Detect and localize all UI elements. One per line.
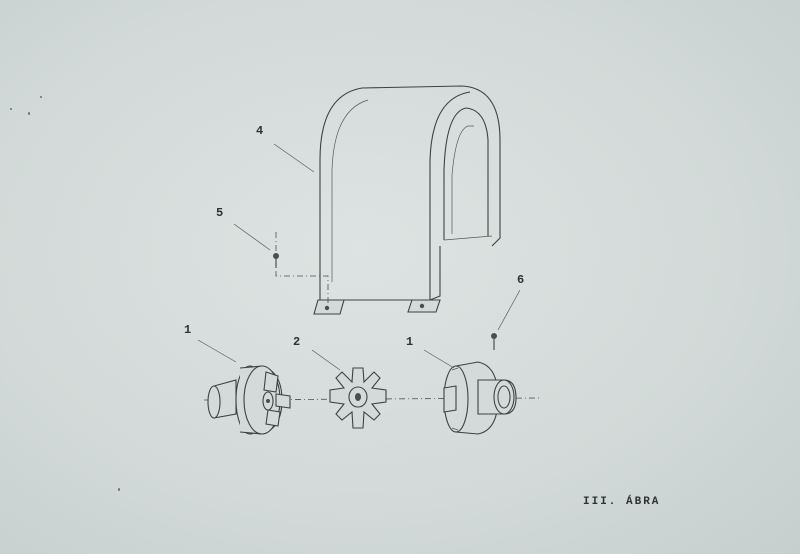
paper-speck	[118, 488, 120, 491]
figure-caption: III. ÁBRA	[583, 496, 661, 508]
callout-spider-insert: 2	[293, 335, 300, 349]
coupling-half-right	[443, 361, 517, 435]
paper-speck	[28, 112, 30, 115]
coupling-half-left	[207, 365, 291, 435]
callout-screw-right: 6	[517, 273, 524, 287]
screw-right	[491, 333, 497, 350]
guard-cover	[313, 85, 501, 315]
callout-coupling-half-right: 1	[406, 335, 413, 349]
leader-lines	[197, 143, 521, 371]
paper-speck	[10, 108, 12, 110]
callout-guard-cover: 4	[256, 124, 263, 138]
callout-screw-left: 5	[216, 206, 223, 220]
callout-coupling-half-left: 1	[184, 323, 191, 337]
screw-left	[273, 253, 279, 268]
paper-speck	[40, 96, 42, 98]
spider-insert	[329, 367, 387, 429]
